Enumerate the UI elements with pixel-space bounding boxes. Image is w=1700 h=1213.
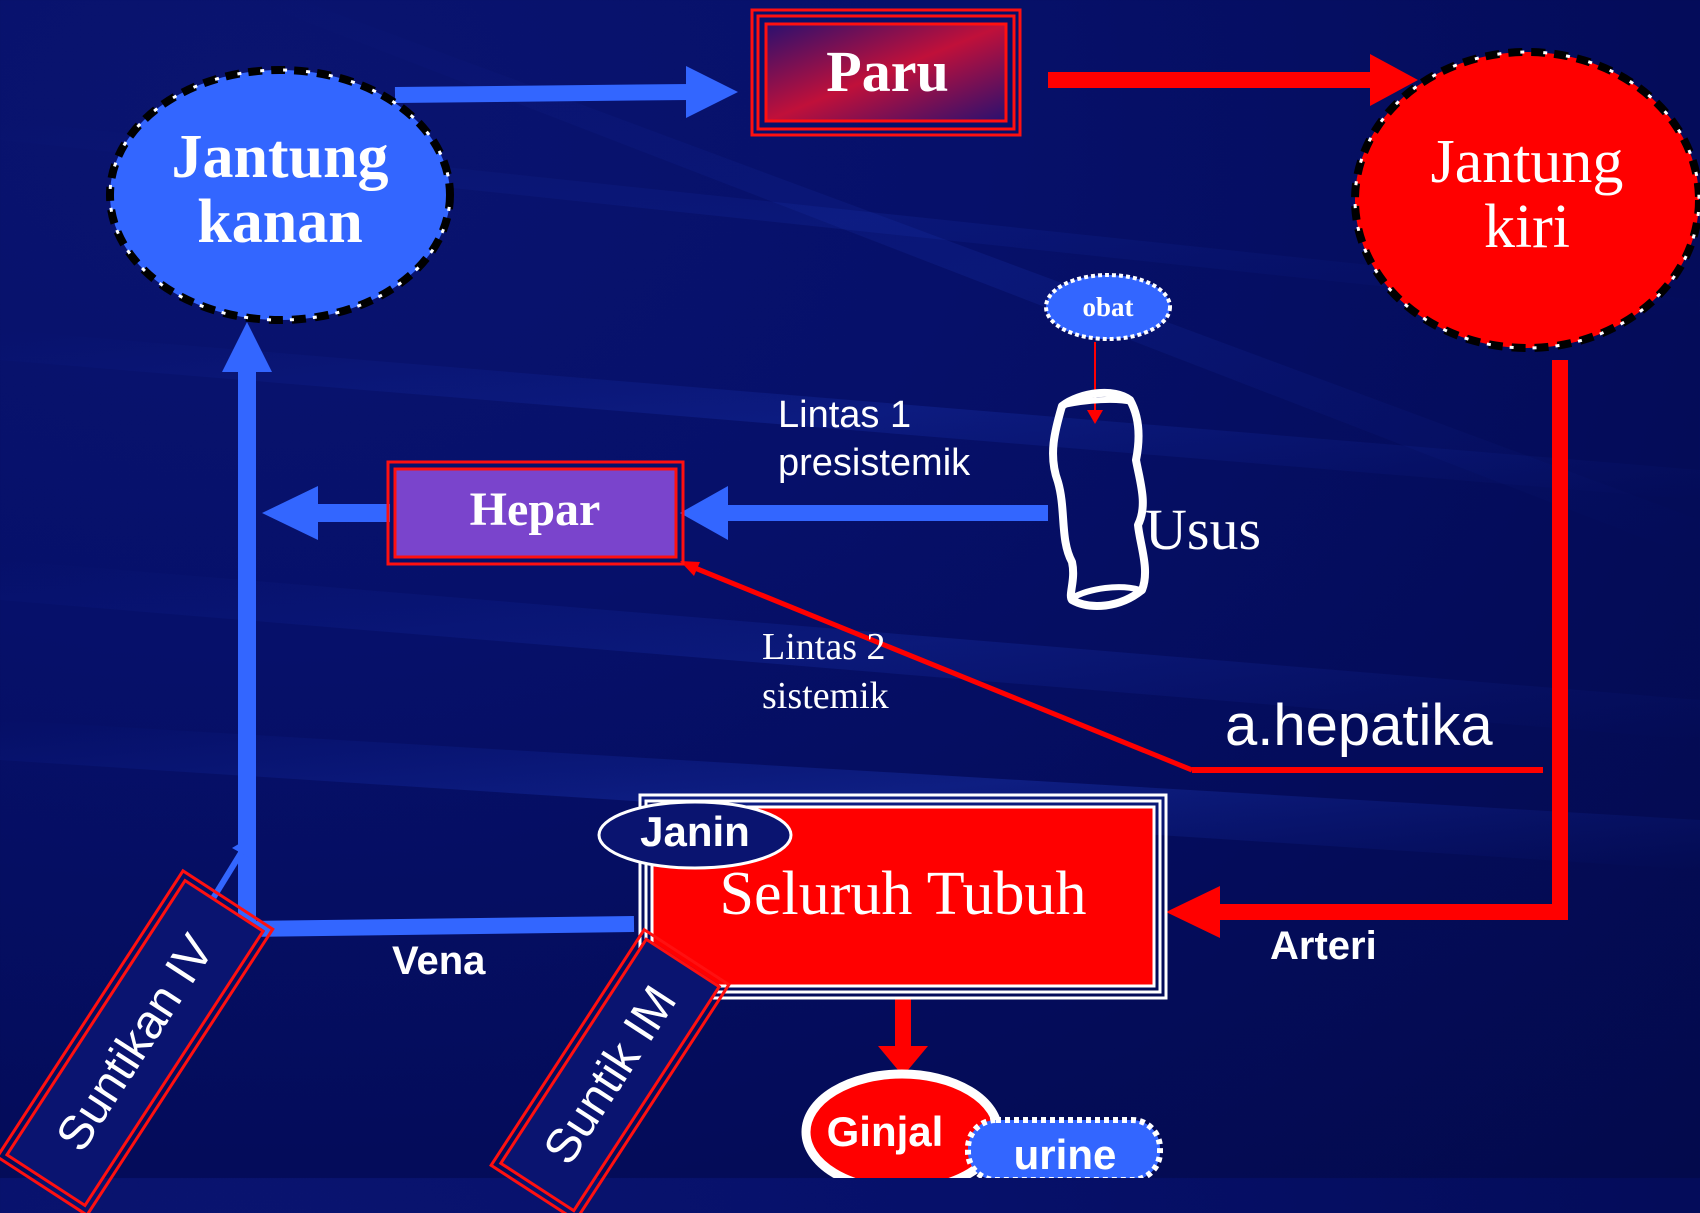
- obat-label: obat: [1045, 293, 1171, 321]
- usus-shape: [1053, 393, 1145, 606]
- arrowhead-obat: [1087, 410, 1103, 424]
- jantung-kanan-line2: kanan: [110, 190, 450, 255]
- paru-label: Paru: [755, 42, 1020, 103]
- janin-label: Janin: [598, 810, 792, 854]
- a-hepatika-label: a.hepatika: [1225, 696, 1493, 757]
- jantung-kiri-label: Jantung kiri: [1352, 130, 1700, 260]
- arrowhead-to-seluruh-tubuh: [1166, 886, 1220, 938]
- arrowhead-from-hepar: [262, 486, 318, 540]
- urine-label: urine: [970, 1133, 1160, 1177]
- arteri-label: Arteri: [1270, 925, 1377, 967]
- vena-horizontal-line: [245, 924, 634, 929]
- ginjal-label: Ginjal: [805, 1110, 965, 1154]
- jantung-kanan-label: Jantung kanan: [110, 125, 450, 255]
- lintas2-line: [690, 566, 1192, 770]
- jantung-kanan-line1: Jantung: [110, 125, 450, 190]
- seluruh-tubuh-label: Seluruh Tubuh: [642, 862, 1164, 927]
- arrow-jantung-kanan-to-paru: [395, 92, 690, 95]
- lintas2-label-line2: sistemik: [762, 677, 889, 717]
- arrowhead-to-jantung-kanan: [222, 322, 272, 372]
- hepar-label: Hepar: [390, 485, 680, 535]
- usus-top-line: [1063, 400, 1132, 405]
- jantung-kiri-line1: Jantung: [1352, 130, 1700, 195]
- arrowhead-to-paru: [686, 66, 738, 118]
- lintas1-label-line2: presistemik: [778, 444, 970, 484]
- jantung-kiri-line2: kiri: [1352, 195, 1700, 260]
- vena-label: Vena: [392, 940, 485, 982]
- lintas1-label-line1: Lintas 1: [778, 396, 911, 436]
- arrowhead-to-hepar: [680, 486, 728, 540]
- usus-label: Usus: [1145, 500, 1261, 561]
- lintas2-label-line1: Lintas 2: [762, 628, 885, 668]
